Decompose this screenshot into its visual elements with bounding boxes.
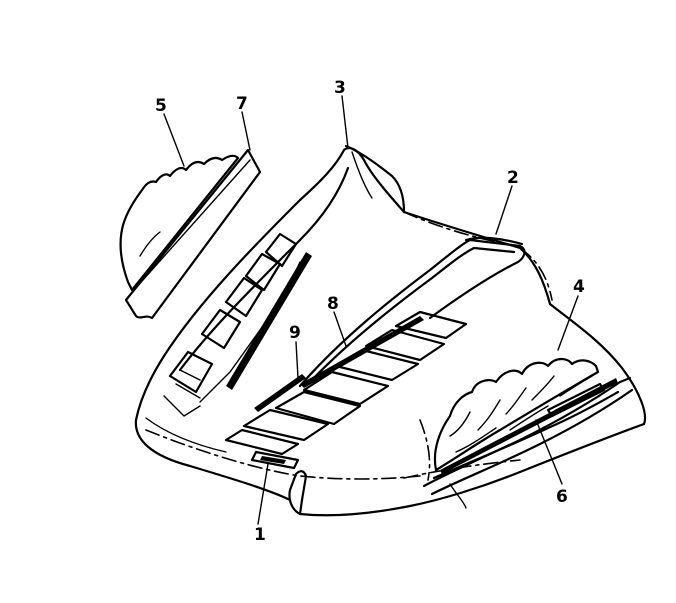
hood-right-side bbox=[402, 210, 647, 426]
stripe-8 bbox=[300, 316, 424, 388]
leader-lines bbox=[163, 95, 579, 525]
windshield-frame bbox=[298, 236, 526, 388]
hood-spine bbox=[162, 146, 406, 358]
stripe-9 bbox=[254, 374, 306, 412]
callout-3: 3 bbox=[334, 78, 346, 98]
stripe-3 bbox=[226, 252, 312, 390]
callout-4: 4 bbox=[573, 277, 585, 297]
center-vent-array bbox=[224, 310, 468, 456]
stripe-2 bbox=[464, 236, 524, 246]
callout-8: 8 bbox=[327, 294, 339, 314]
decal-5-7-group bbox=[119, 148, 262, 320]
callout-1: 1 bbox=[254, 525, 266, 545]
callout-6: 6 bbox=[556, 487, 568, 507]
decal-7-outline bbox=[124, 148, 262, 320]
callout-labels: 1 2 3 4 5 6 7 8 9 bbox=[155, 78, 585, 545]
badge-1 bbox=[250, 450, 300, 470]
callout-7: 7 bbox=[236, 94, 248, 114]
callout-2: 2 bbox=[507, 168, 519, 188]
side-flame-decal-4 bbox=[433, 357, 600, 472]
callout-5: 5 bbox=[155, 96, 167, 116]
side-decal bbox=[422, 357, 634, 509]
hood-left-side bbox=[134, 354, 292, 502]
callout-9: 9 bbox=[289, 323, 301, 343]
decal-5-outline bbox=[119, 154, 240, 292]
